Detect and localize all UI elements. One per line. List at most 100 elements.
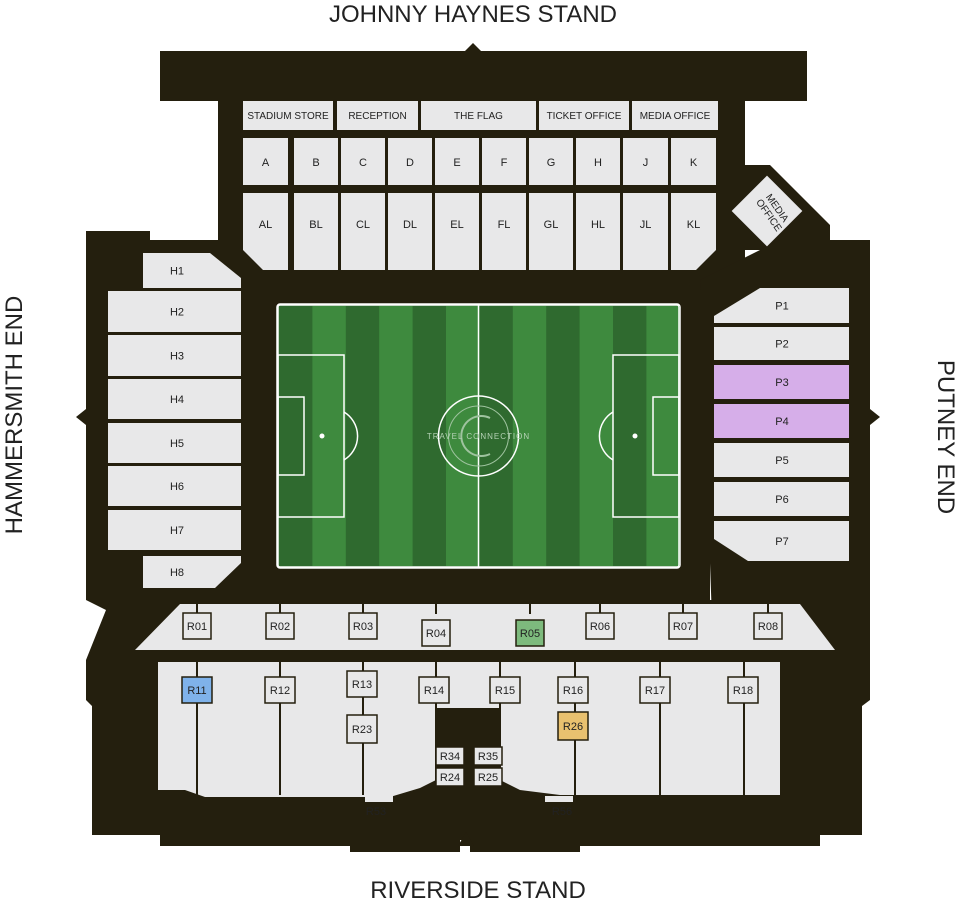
media-office-block[interactable]	[731, 175, 803, 247]
facility-block[interactable]	[421, 101, 536, 130]
west-block[interactable]	[108, 510, 241, 550]
south-inner-block[interactable]	[473, 767, 503, 787]
north-upper-label: E	[453, 157, 460, 169]
south-rear-block[interactable]	[639, 676, 671, 704]
north-lower-label: FL	[498, 219, 511, 231]
north-lower-label: GL	[544, 219, 559, 231]
south-front-block[interactable]	[585, 612, 615, 640]
south-tip	[458, 832, 474, 846]
north-lower-block[interactable]	[341, 193, 385, 270]
south-front-block[interactable]	[182, 612, 212, 640]
south-rear-block[interactable]	[418, 676, 450, 704]
north-lower-block[interactable]	[529, 193, 573, 270]
west-block[interactable]	[108, 335, 241, 376]
north-lower-block[interactable]	[294, 193, 338, 270]
north-upper-block[interactable]	[341, 138, 385, 185]
west-block-label: H6	[170, 481, 184, 493]
facility-label: TICKET OFFICE	[547, 111, 622, 122]
south-inner-block[interactable]	[435, 767, 465, 787]
north-upper-block[interactable]	[623, 138, 668, 185]
west-block[interactable]	[108, 466, 241, 506]
north-upper-block[interactable]	[671, 138, 716, 185]
south-front-block[interactable]	[753, 612, 783, 640]
east-block[interactable]	[714, 404, 849, 438]
north-upper-block[interactable]	[576, 138, 620, 185]
west-block[interactable]	[143, 253, 241, 288]
south-front-block[interactable]	[515, 619, 545, 647]
west-block-label: H5	[170, 438, 184, 450]
south-rear-block-label: R18	[733, 685, 753, 697]
south-inner-block-label: R34	[440, 751, 460, 763]
south-rear-block[interactable]	[727, 676, 759, 704]
west-block-label: H2	[170, 307, 184, 319]
south-front-block-label: R05	[520, 628, 540, 640]
south-rear-block[interactable]	[489, 676, 521, 704]
south-front-block[interactable]	[265, 612, 295, 640]
north-upper-label: G	[547, 157, 556, 169]
north-upper-block[interactable]	[294, 138, 338, 185]
north-upper-label: B	[312, 157, 319, 169]
west-structure	[76, 231, 255, 612]
north-upper-block[interactable]	[482, 138, 526, 185]
south-rear-block[interactable]	[264, 676, 296, 704]
north-upper-label: F	[501, 157, 508, 169]
facility-label: MEDIA OFFICE	[640, 111, 711, 122]
south-front-block[interactable]	[348, 612, 378, 640]
north-upper-block[interactable]	[243, 138, 288, 185]
north-lower-block[interactable]	[671, 193, 716, 270]
west-block[interactable]	[108, 423, 241, 463]
west-block[interactable]	[108, 379, 241, 419]
south-inner-block[interactable]	[435, 746, 465, 766]
facility-block[interactable]	[539, 101, 629, 130]
north-lower-block[interactable]	[482, 193, 526, 270]
south-rear-block-label: R14	[424, 685, 444, 697]
south-rear-block-label: R11	[187, 685, 206, 697]
south-front-block-label: R01	[187, 621, 207, 633]
east-block[interactable]	[714, 521, 849, 561]
north-lower-block[interactable]	[388, 193, 432, 270]
north-lower-block[interactable]	[435, 193, 479, 270]
facility-block[interactable]	[337, 101, 418, 130]
north-lower-block[interactable]	[623, 193, 668, 270]
south-front-block[interactable]	[421, 619, 451, 647]
north-upper-block[interactable]	[529, 138, 573, 185]
east-block-label: P2	[775, 339, 788, 351]
corner-block[interactable]	[365, 796, 393, 802]
west-block[interactable]	[143, 556, 241, 588]
south-front-block[interactable]	[668, 612, 698, 640]
south-rear-block-label: R17	[645, 685, 665, 697]
south-front-block-label: R04	[426, 628, 446, 640]
east-block[interactable]	[714, 288, 849, 323]
north-upper-block[interactable]	[435, 138, 479, 185]
facility-block[interactable]	[243, 101, 333, 130]
east-block[interactable]	[714, 443, 849, 477]
south-inner-block[interactable]	[557, 711, 589, 741]
north-lower-block[interactable]	[576, 193, 620, 270]
east-block-label: P7	[775, 536, 788, 548]
east-block[interactable]	[714, 482, 849, 516]
facility-block[interactable]	[632, 101, 718, 130]
south-rear-block[interactable]	[346, 670, 378, 698]
south-inner-block[interactable]	[346, 714, 378, 744]
north-lower-label: KL	[687, 219, 700, 231]
south-rear-block[interactable]	[181, 676, 213, 704]
south-inner-block[interactable]	[473, 746, 503, 766]
facility-label: RECEPTION	[348, 111, 406, 122]
east-block-label: P1	[775, 301, 788, 313]
south-inner-block-label: R24	[440, 772, 460, 784]
facility-label: THE FLAG	[454, 111, 503, 122]
north-upper-label: H	[594, 157, 602, 169]
east-block[interactable]	[714, 327, 849, 360]
south-rear-block[interactable]	[557, 676, 589, 704]
east-block-label: P4	[775, 416, 788, 428]
east-block[interactable]	[714, 365, 849, 399]
north-upper-block[interactable]	[388, 138, 432, 185]
west-block[interactable]	[108, 291, 241, 332]
south-rear-tier	[158, 662, 780, 797]
north-lower-block[interactable]	[243, 193, 288, 270]
corner-block[interactable]	[545, 796, 573, 802]
west-block-label: H4	[170, 394, 184, 406]
south-rear-block-label: R16	[563, 685, 583, 697]
